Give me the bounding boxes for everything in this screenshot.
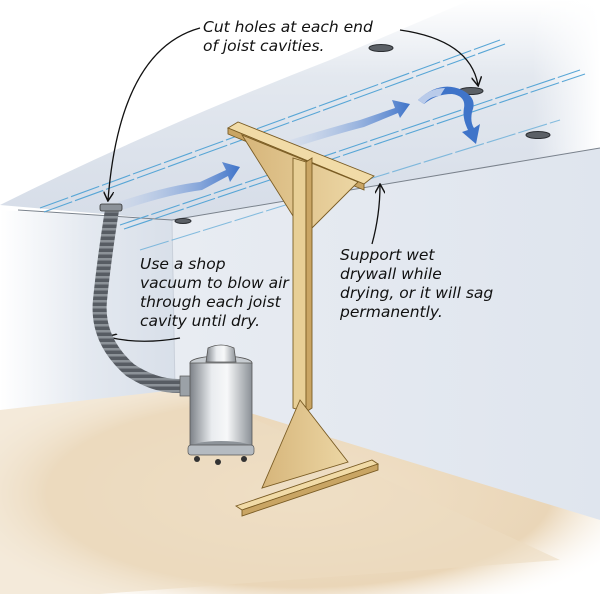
hose-icon: [92, 203, 192, 393]
callout-leaders: [108, 27, 478, 341]
joist-lines: [39, 39, 586, 251]
callout-cut-holes: Cut holes at each end of joist cavities.: [203, 18, 373, 55]
callout-shop-vacuum: Use a shop vacuum to blow air through ea…: [140, 255, 289, 330]
left-wall: [0, 210, 175, 410]
airflow-arrow-icon: [118, 86, 480, 210]
callout-support-drywall: Support wet drywall while drying, or it …: [340, 246, 494, 321]
right-wall: [172, 148, 600, 520]
shop-vacuum-icon: [179, 344, 255, 465]
t-brace-icon: [227, 121, 380, 517]
ceiling-hole-icon: [174, 44, 551, 224]
